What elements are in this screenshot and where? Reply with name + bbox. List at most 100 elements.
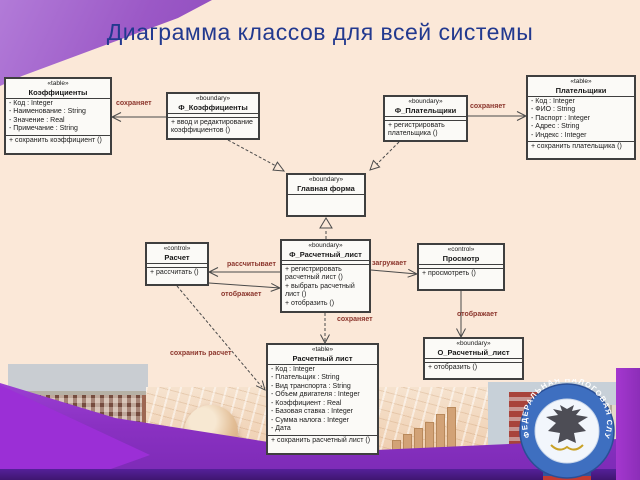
operations-compartment: + сохранить расчетный лист () bbox=[268, 436, 377, 454]
member-line: - Базовая ставка : Integer bbox=[271, 408, 353, 415]
eagle-icon bbox=[546, 405, 588, 443]
member-line: - Наименование : String bbox=[9, 108, 86, 115]
operations-compartment: + ввод и редактирование коэффициентов () bbox=[168, 118, 258, 139]
member-line: - Код : Integer bbox=[9, 99, 53, 107]
class-header: «boundary» Ф_Плательщики bbox=[385, 97, 466, 117]
member-line: - Адрес : String bbox=[531, 123, 580, 130]
class-koeffitsienty: «table» Коэффициенты - Код : Integer- На… bbox=[4, 77, 112, 155]
member-line: - Код : Integer bbox=[531, 97, 575, 105]
stereotype: «control» bbox=[163, 245, 191, 252]
edge-label-save-calc: сохранить расчет bbox=[170, 350, 232, 357]
edge-loads bbox=[370, 269, 418, 275]
class-name: Ф_Расчетный_лист bbox=[289, 249, 362, 259]
right-edge-strip bbox=[616, 368, 640, 480]
attributes-compartment bbox=[168, 114, 258, 118]
class-f-platelshchiki: «boundary» Ф_Плательщики + регистрироват… bbox=[383, 95, 468, 142]
attributes-compartment bbox=[385, 117, 466, 121]
operations-compartment: + рассчитать () bbox=[147, 268, 207, 285]
hollow-arrowhead bbox=[369, 159, 381, 171]
slide-title: Диаграмма классов для всей системы bbox=[106, 19, 534, 45]
class-header: «boundary» Главная форма bbox=[288, 175, 364, 195]
class-header: «boundary» Ф_Расчетный_лист bbox=[282, 241, 369, 261]
operations-compartment: + регистрировать расчетный лист ()+ выбр… bbox=[282, 265, 369, 312]
class-raschetny-list: «table» Расчетный лист - Код : Integer- … bbox=[266, 343, 379, 455]
operations-compartment: + отобразить () bbox=[425, 363, 522, 379]
member-line: - Сумма налога : Integer bbox=[271, 416, 349, 424]
member-line: - Объем двигателя : Integer bbox=[271, 391, 360, 398]
member-line: - Вид транспорта : String bbox=[271, 382, 351, 390]
class-header: «boundary» О_Расчетный_лист bbox=[425, 339, 522, 359]
member-line: + ввод и редактирование коэффициентов () bbox=[171, 118, 253, 135]
class-prosmotr: «control» Просмотр + просмотреть () bbox=[417, 243, 505, 291]
class-header: «control» Расчет bbox=[147, 244, 207, 264]
arrowhead bbox=[407, 268, 419, 278]
member-line: - Паспорт : Integer bbox=[531, 114, 590, 122]
stereotype: «table» bbox=[47, 80, 69, 87]
bottom-dark-strip bbox=[0, 469, 640, 480]
attributes-compartment bbox=[282, 261, 369, 265]
edge-label-saves-sheet: сохраняет bbox=[337, 316, 373, 323]
class-o-raschetny-list: «boundary» О_Расчетный_лист + отобразить… bbox=[423, 337, 524, 380]
member-line: - Значение : Real bbox=[9, 116, 65, 124]
class-name: Расчетный лист bbox=[292, 353, 353, 363]
stereotype: «boundary» bbox=[308, 242, 343, 249]
class-f-raschetny-list: «boundary» Ф_Расчетный_лист + регистриро… bbox=[280, 239, 371, 313]
class-header: «table» Расчетный лист bbox=[268, 345, 377, 365]
class-header: «control» Просмотр bbox=[419, 245, 503, 265]
arrowhead bbox=[456, 328, 466, 339]
class-glavnaya-forma: «boundary» Главная форма bbox=[286, 173, 366, 217]
arrowhead bbox=[270, 282, 282, 292]
class-name: Главная форма bbox=[297, 183, 355, 193]
attributes-compartment: - Код : Integer- Наименование : String- … bbox=[6, 99, 110, 136]
arrowhead bbox=[320, 334, 330, 345]
stereotype: «boundary» bbox=[195, 95, 231, 102]
member-line: - Дата bbox=[271, 425, 291, 432]
stereotype: «table» bbox=[311, 346, 334, 353]
member-line: + отобразить () bbox=[285, 299, 335, 307]
class-name: Коэффициенты bbox=[28, 87, 88, 97]
edge-label-saves-plat: сохраняет bbox=[470, 103, 506, 110]
member-line: + просмотреть () bbox=[422, 269, 476, 277]
arrowhead bbox=[207, 267, 219, 277]
operations-compartment: + сохранить плательщика () bbox=[528, 142, 634, 158]
edge-fplat-mainform bbox=[376, 141, 400, 165]
attributes-compartment bbox=[419, 265, 503, 269]
member-line: + выбрать расчетный лист () bbox=[285, 282, 355, 299]
class-name: Расчет bbox=[164, 252, 190, 262]
edge-label-calculates: рассчитывает bbox=[227, 261, 276, 268]
hollow-arrowhead bbox=[272, 161, 286, 172]
member-line: - Коэффициент : Real bbox=[271, 399, 342, 407]
edge-label-saves-koef: сохраняет bbox=[116, 100, 152, 107]
arrowhead bbox=[110, 112, 122, 122]
class-name: Просмотр bbox=[442, 253, 480, 263]
member-line: - ФИО : String bbox=[531, 106, 576, 113]
hollow-arrowhead bbox=[319, 217, 333, 229]
attributes-compartment: - Код : Integer- Плательщик : String- Ви… bbox=[268, 365, 377, 436]
gold-ornament bbox=[550, 444, 584, 451]
operations-compartment: + регистрировать плательщика () bbox=[385, 121, 466, 141]
member-line: + сохранить плательщика () bbox=[531, 143, 622, 150]
attributes-compartment bbox=[425, 359, 522, 363]
member-line: + регистрировать расчетный лист () bbox=[285, 265, 343, 282]
class-platelshchiki: «table» Плательщики - Код : Integer- ФИО… bbox=[526, 75, 636, 160]
stereotype: «table» bbox=[570, 78, 592, 85]
stereotype: «boundary» bbox=[456, 340, 491, 347]
class-name: О_Расчетный_лист bbox=[437, 347, 510, 357]
class-name: Плательщики bbox=[555, 85, 607, 95]
member-line: + регистрировать плательщика () bbox=[388, 121, 445, 138]
member-line: - Индекс : Integer bbox=[531, 131, 587, 139]
class-raschet: «control» Расчет + рассчитать () bbox=[145, 242, 209, 286]
stereotype: «boundary» bbox=[408, 98, 443, 105]
member-line: + рассчитать () bbox=[150, 268, 199, 276]
attributes-compartment bbox=[147, 264, 207, 268]
member-line: + сохранить коэффициент () bbox=[9, 136, 102, 144]
edge-label-loads: загружает bbox=[372, 260, 407, 267]
class-header: «boundary» Ф_Коэффициенты bbox=[168, 94, 258, 114]
edge-fkoef-mainform bbox=[227, 139, 277, 167]
empty-compartment bbox=[288, 195, 364, 216]
attributes-compartment: - Код : Integer- ФИО : String- Паспорт :… bbox=[528, 97, 634, 142]
edge-label-displays-sheet: отображает bbox=[457, 311, 498, 318]
edge-displays-calc bbox=[208, 282, 281, 289]
tax-service-emblem: ФЕДЕРАЛЬНАЯ НАЛОГОВАЯ СЛУЖБА bbox=[517, 379, 615, 480]
